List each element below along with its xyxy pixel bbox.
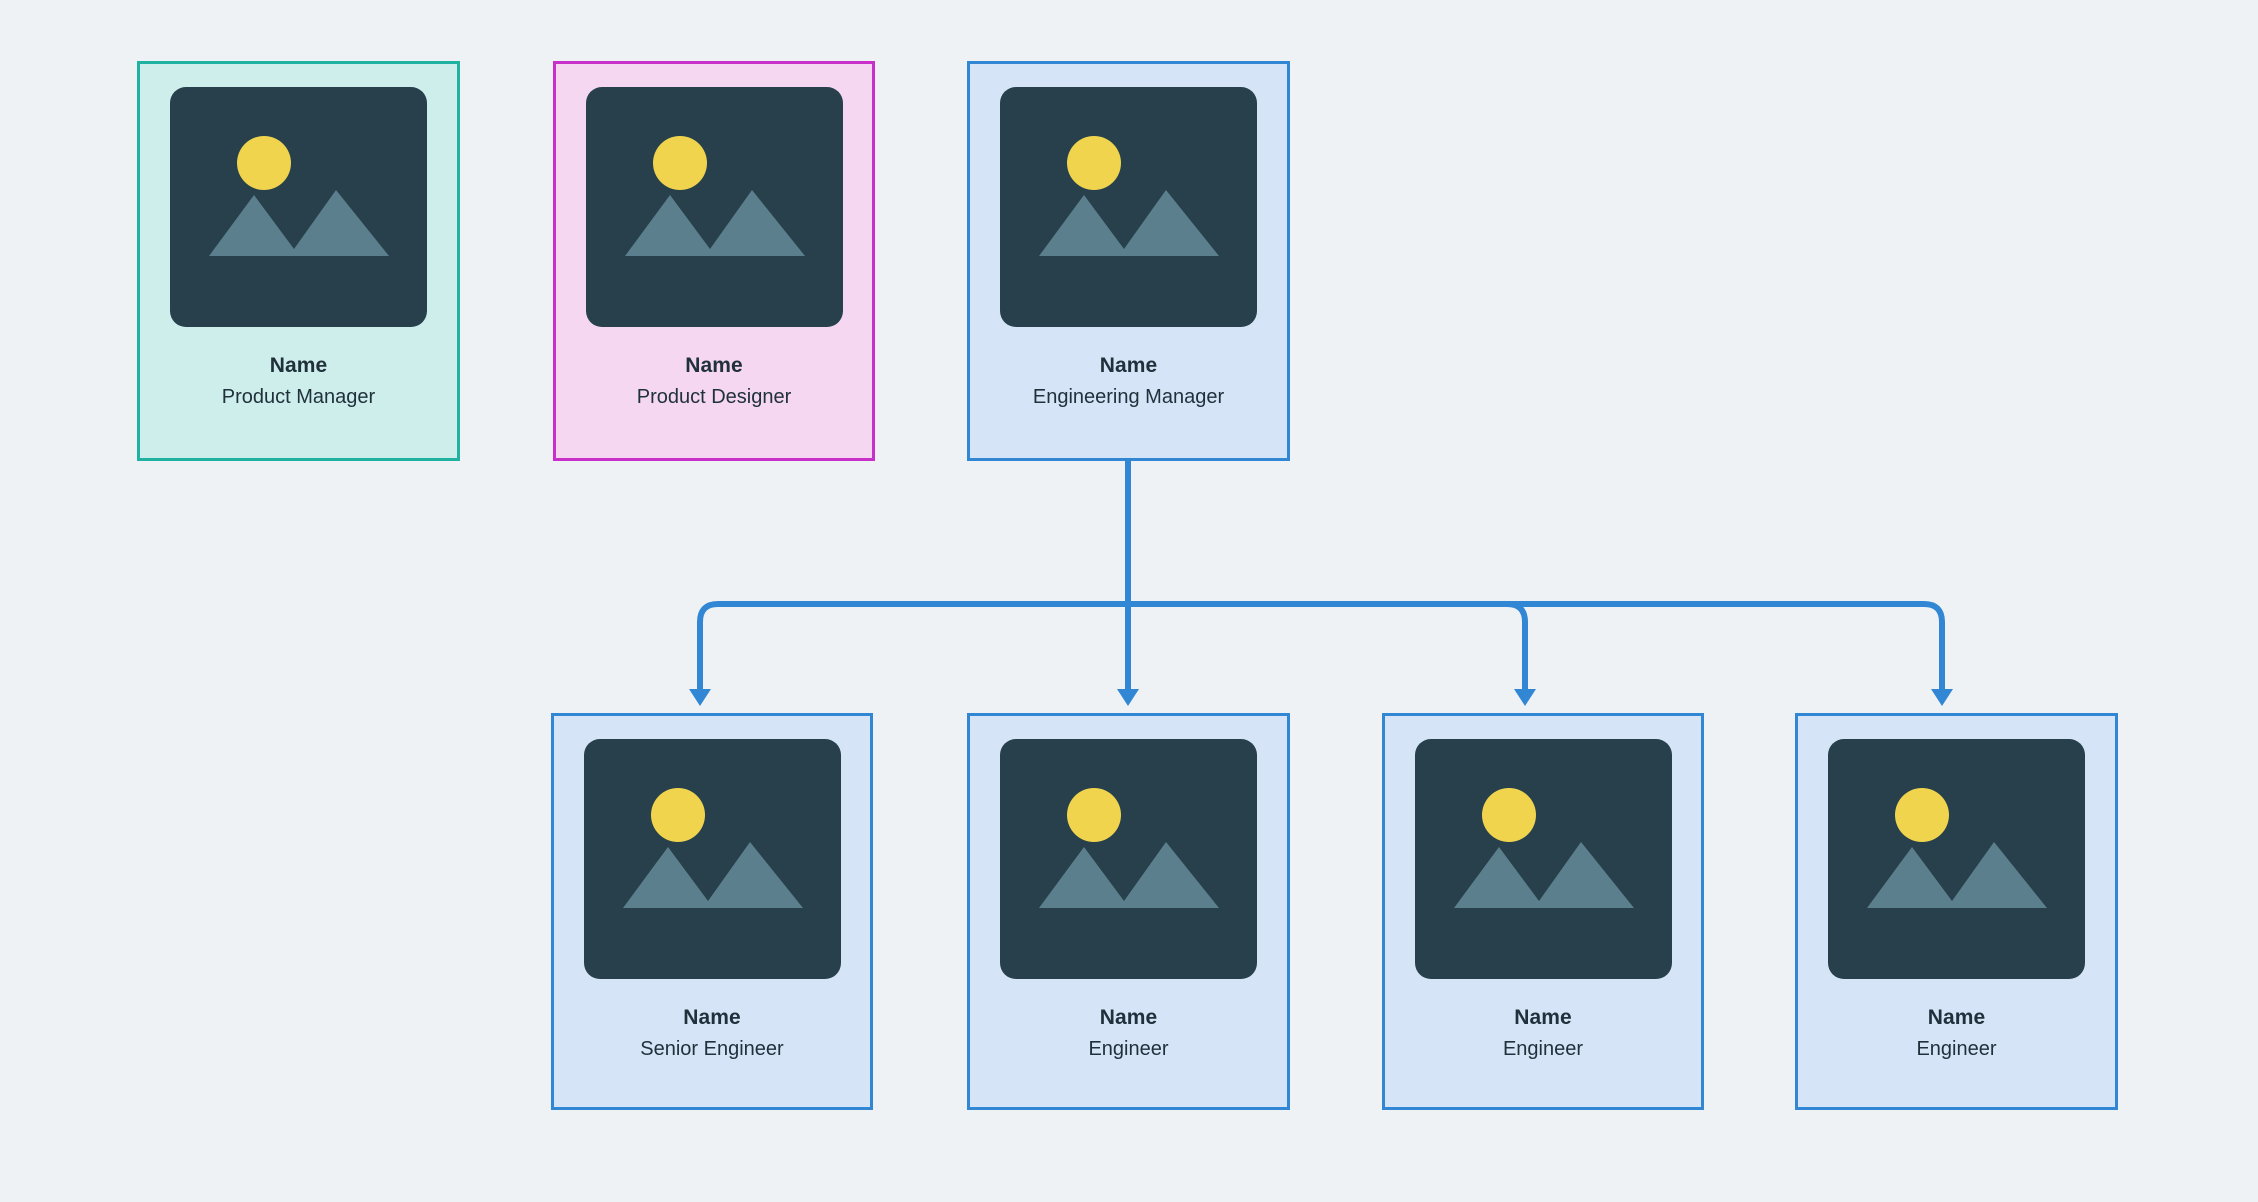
sun-icon — [1067, 136, 1121, 190]
sun-icon — [652, 136, 707, 190]
connector-arrowhead-icon — [689, 689, 711, 706]
photo-placeholder-graphic — [1039, 136, 1219, 256]
connector-path — [697, 601, 719, 689]
connector-arrowhead-icon — [1931, 689, 1953, 706]
image-placeholder-icon — [1000, 87, 1257, 327]
org-node-role: Engineer — [1916, 1038, 1997, 1060]
sun-icon — [1895, 788, 1949, 842]
mountain-icon — [1867, 842, 2047, 908]
org-node-name: Name — [685, 354, 743, 377]
org-node-text: Name Product Manager — [222, 355, 375, 407]
mountain-icon — [1039, 842, 1219, 908]
org-node-name: Name — [269, 354, 328, 377]
org-node-text: Name Engineer — [1503, 1007, 1583, 1059]
org-node-senior-engineer[interactable]: Name Senior Engineer — [551, 713, 873, 1110]
image-placeholder-icon — [583, 739, 841, 979]
org-node-role: Engineer — [1502, 1038, 1584, 1060]
image-placeholder-icon — [1828, 739, 2085, 979]
org-node-role: Senior Engineer — [640, 1038, 784, 1060]
photo-placeholder-graphic — [622, 788, 803, 908]
org-node-role: Engineer — [1088, 1038, 1169, 1060]
photo-placeholder-graphic — [1867, 788, 2047, 908]
mountain-icon — [1039, 190, 1219, 256]
org-node-engineering-manager[interactable]: Name Engineering Manager — [967, 61, 1290, 461]
mountain-icon — [622, 842, 803, 908]
org-node-role: Engineering Manager — [1032, 386, 1225, 408]
org-node-name: Name — [683, 1006, 741, 1029]
org-node-product-designer[interactable]: Name Product Designer — [553, 61, 875, 461]
org-node-product-manager[interactable]: Name Product Manager — [137, 61, 460, 461]
connector-arrowhead-icon — [1514, 689, 1536, 706]
org-node-engineer-2[interactable]: Name Engineer — [1382, 713, 1704, 1110]
photo-placeholder-graphic — [209, 136, 389, 256]
org-node-text: Name Engineer — [1088, 1007, 1168, 1059]
sun-icon — [237, 136, 291, 190]
connector-path — [1923, 601, 1945, 689]
org-node-role: Product Manager — [221, 386, 376, 408]
image-placeholder-icon — [170, 87, 427, 327]
org-node-name: Name — [1927, 1006, 1986, 1029]
org-node-name: Name — [1099, 354, 1158, 377]
org-node-text: Name Product Designer — [637, 355, 792, 407]
org-node-text: Name Engineering Manager — [1033, 355, 1224, 407]
connector-path — [1506, 601, 1528, 689]
org-node-name: Name — [1514, 1006, 1572, 1029]
photo-placeholder-graphic — [624, 136, 805, 256]
org-node-engineer-1[interactable]: Name Engineer — [967, 713, 1290, 1110]
sun-icon — [1067, 788, 1121, 842]
image-placeholder-icon — [585, 87, 843, 327]
photo-placeholder-graphic — [1453, 788, 1634, 908]
org-node-text: Name Engineer — [1916, 1007, 1996, 1059]
sun-icon — [650, 788, 705, 842]
connector-arrowhead-icon — [1117, 689, 1139, 706]
org-node-role: Product Designer — [636, 386, 792, 408]
mountain-icon — [1453, 842, 1634, 908]
image-placeholder-icon — [1414, 739, 1672, 979]
org-node-text: Name Senior Engineer — [640, 1007, 783, 1059]
org-node-name: Name — [1099, 1006, 1158, 1029]
org-node-engineer-3[interactable]: Name Engineer — [1795, 713, 2118, 1110]
image-placeholder-icon — [1000, 739, 1257, 979]
sun-icon — [1481, 788, 1536, 842]
mountain-icon — [624, 190, 805, 256]
mountain-icon — [209, 190, 389, 256]
photo-placeholder-graphic — [1039, 788, 1219, 908]
